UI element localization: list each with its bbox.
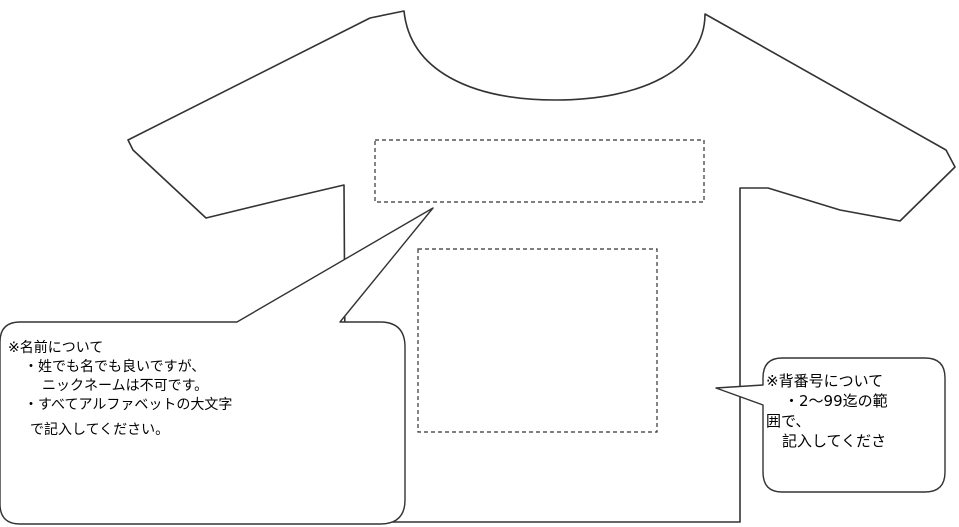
name-callout-text: ※名前について ・姓でも名でも良いですが、 ニックネームは不可です。 ・すべてア…	[8, 339, 232, 440]
number-print-area	[417, 248, 658, 433]
name-callout-bubble	[0, 207, 434, 525]
tshirt-outline	[127, 10, 956, 523]
number-callout-line: 記入してくださ	[782, 432, 887, 450]
name-callout-line: ・姓でも名でも良いですが、	[24, 359, 206, 375]
number-callout-line: 囲で、	[766, 412, 811, 430]
number-callout-line: ・2～99迄の範	[784, 392, 888, 410]
number-callout-bubble	[715, 357, 946, 493]
name-callout-title: ※名前について	[8, 340, 104, 356]
name-callout-line: ニックネームは不可です。	[42, 378, 209, 394]
name-callout-line: で記入してください。	[30, 422, 170, 438]
number-callout-title: ※背番号について	[766, 372, 884, 390]
name-print-area	[374, 139, 705, 203]
name-callout-line: ・すべてアルファベットの大文字	[24, 397, 233, 413]
number-callout-text: ※背番号について ・2～99迄の範 囲で、 記入してくださ	[766, 371, 888, 451]
